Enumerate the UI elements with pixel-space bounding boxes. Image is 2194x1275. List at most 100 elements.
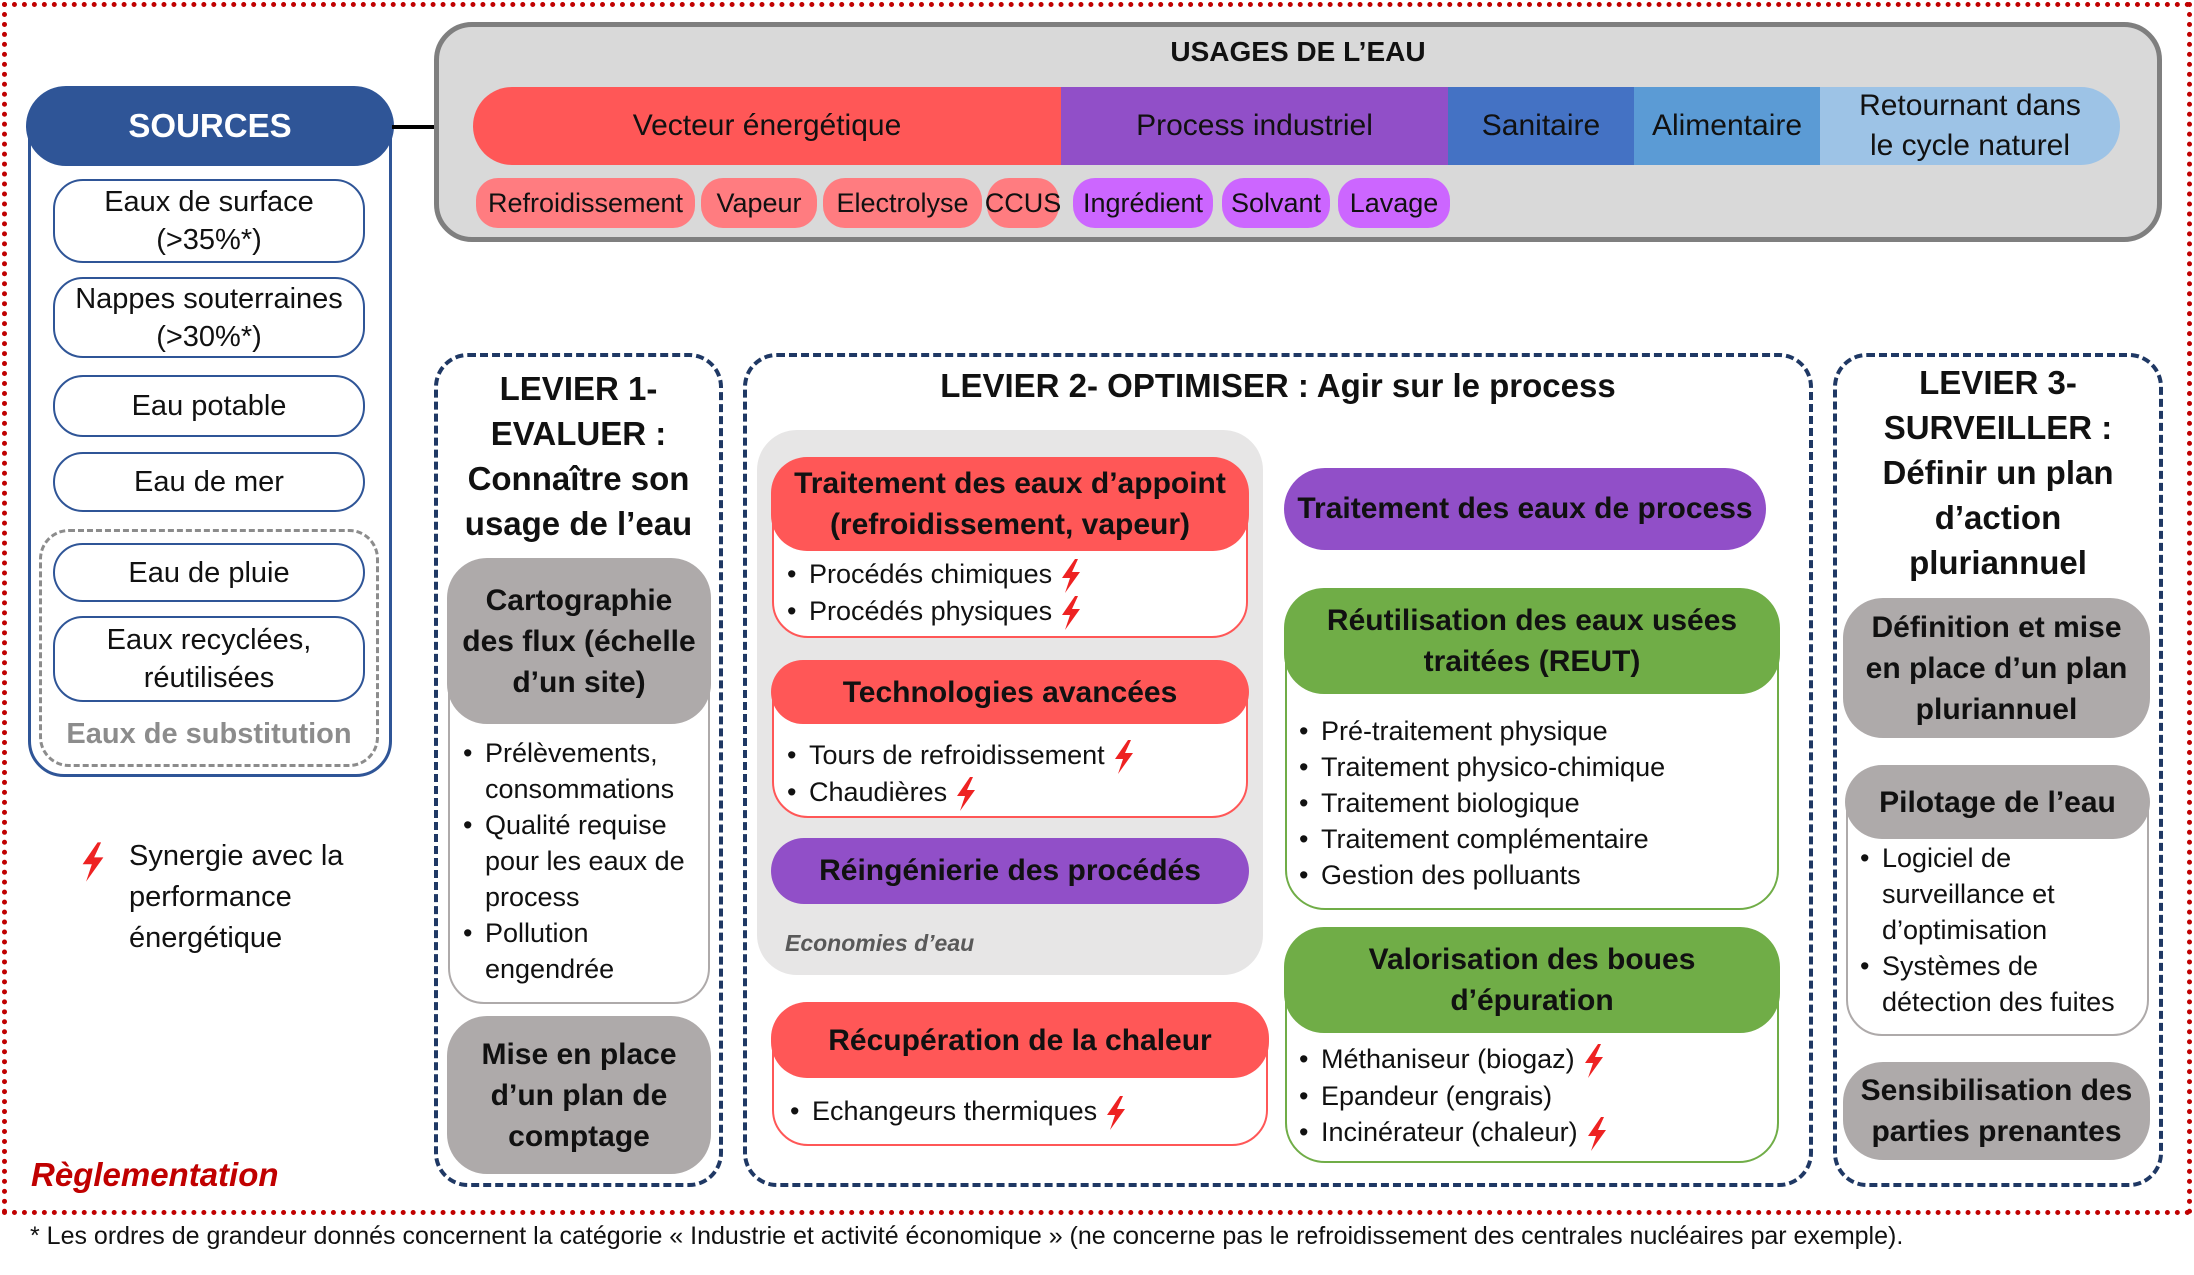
bullet-line: surveillance et [1882, 879, 2055, 909]
footnote: * Les ordres de grandeur donnés concerne… [30, 1222, 1904, 1250]
appoint-header: Traitement des eaux d’appoint (refroidis… [771, 457, 1249, 551]
chaleur-bullets: Echangeurs thermiques [790, 1093, 1129, 1130]
boues-bullets: Méthaniseur (biogaz) Epandeur (engrais) … [1299, 1041, 1610, 1151]
bullet-text: Echangeurs thermiques [812, 1096, 1098, 1126]
title-line: Récupération de la chaleur [828, 1023, 1212, 1057]
source-item-mer: Eau de mer [53, 452, 365, 512]
title-line: traitées (REUT) [1423, 645, 1641, 678]
reglementation-frame [2, 2, 2192, 1215]
lightning-bolt-icon [1584, 1043, 1603, 1078]
legend-line: Synergie avec la [129, 840, 344, 872]
process-water-box: Traitement des eaux de process [1284, 468, 1766, 550]
title-line: EVALUER : [490, 415, 667, 452]
lightning-bolt-icon [1062, 558, 1081, 593]
bullet-item: Gestion des polluants [1299, 857, 1665, 893]
bullet-item: Prélèvements, consommations [463, 735, 703, 807]
usage-chip-electrolyse: Electrolyse [823, 178, 982, 228]
technologies-header: Technologies avancées [771, 660, 1249, 724]
source-item-surface: Eaux de surface (>35%*) [53, 179, 365, 263]
bullet-item: Méthaniseur (biogaz) [1299, 1041, 1610, 1078]
bullet-item: Logiciel de surveillance et d’optimisati… [1860, 840, 2115, 948]
title-line: des flux (échelle [462, 624, 696, 658]
title-line: pluriannuel [1909, 544, 2087, 581]
title-line: SURVEILLER : [1883, 409, 2113, 446]
category-label: Vecteur énergétique [632, 109, 902, 142]
chip-label: Lavage [1349, 187, 1439, 218]
usage-category-vecteur: Vecteur énergétique [473, 87, 1061, 165]
title-line: (refroidissement, vapeur) [829, 508, 1191, 541]
title-line: comptage [508, 1119, 650, 1153]
usage-chip-ccus: CCUS [985, 178, 1061, 228]
bullet-item: Traitement biologique [1299, 785, 1665, 821]
chip-label: Vapeur [716, 187, 802, 218]
title-line: Cartographie [485, 583, 673, 617]
reingenierie-box: Réingénierie des procédés [771, 838, 1249, 904]
usage-chip-solvant: Solvant [1222, 178, 1330, 228]
usage-chip-ingredient: Ingrédient [1073, 178, 1213, 228]
title-line: pluriannuel [1915, 692, 2078, 726]
title-line: Traitement des eaux de process [1297, 492, 1753, 525]
title-line: d’un plan de [490, 1078, 668, 1112]
usage-category-process: Process industriel [1061, 87, 1448, 165]
bullet-line: Systèmes de [1882, 951, 2039, 981]
usage-category-retournant: Retournant dans le cycle naturel [1820, 87, 2120, 165]
bullet-item: Qualité requise pour les eaux de process [463, 807, 703, 915]
legend-synergy: Synergie avec la performance énergétique [129, 836, 343, 959]
source-label: Eau potable [131, 390, 287, 422]
levier-2-panel [743, 353, 1813, 1187]
title-line: Définir un plan [1882, 454, 2114, 491]
category-label: Sanitaire [1481, 109, 1601, 142]
title-line: parties prenantes [1871, 1115, 2122, 1148]
title-line: Sensibilisation des [1860, 1074, 2133, 1107]
levier-1-panel [434, 353, 723, 1187]
usages-title: USAGES DE L’EAU [1170, 36, 1426, 67]
pilotage-bullets: Logiciel de surveillance et d’optimisati… [1860, 840, 2115, 1020]
lightning-bolt-icon [957, 776, 976, 811]
bullet-line: Prélèvements, [485, 738, 658, 768]
source-share: (>30%*) [156, 320, 262, 353]
title-line: en place d’un plan [1865, 651, 2128, 685]
economies-eau-label: Economies d’eau [785, 930, 975, 956]
cartographie-bullets: Prélèvements, consommations Qualité requ… [463, 735, 703, 987]
source-item-nappes: Nappes souterraines (>30%*) [53, 277, 365, 358]
plan-pluriannuel-box: Définition et mise en place d’un plan pl… [1843, 598, 2150, 738]
source-label: Eau de mer [134, 466, 284, 498]
lightning-bolt-icon [82, 842, 104, 882]
usage-chip-lavage: Lavage [1338, 178, 1450, 228]
flow-arrow-line [392, 125, 462, 129]
bullet-item: Traitement physico-chimique [1299, 749, 1665, 785]
title-line: Réingénierie des procédés [819, 854, 1201, 887]
bullet-text: Procédés chimiques [809, 559, 1053, 589]
reut-header: Réutilisation des eaux usées traitées (R… [1284, 588, 1780, 694]
bullet-text: Procédés physiques [809, 595, 1053, 626]
category-label: Retournant dans [1859, 89, 2081, 122]
lightning-bolt-icon [1062, 595, 1081, 630]
title-line: Connaître son [467, 460, 690, 497]
levier-3-panel [1833, 353, 2163, 1187]
sensibilisation-box: Sensibilisation des parties prenantes [1843, 1062, 2150, 1160]
bullet-item: Echangeurs thermiques [790, 1093, 1129, 1130]
sources-title: SOURCES [128, 107, 292, 144]
bullet-text: Epandeur (engrais) [1321, 1080, 1553, 1111]
category-label: Alimentaire [1651, 109, 1803, 142]
source-label: Eaux de surface [104, 186, 314, 218]
lightning-bolt-icon [1107, 1095, 1126, 1130]
bullet-item: Chaudières [787, 774, 1137, 811]
chip-label: Solvant [1230, 187, 1322, 218]
usage-chip-refroidissement: Refroidissement [476, 178, 695, 228]
title-line: LEVIER 1- [499, 370, 658, 407]
reglementation-label: Règlementation [31, 1156, 279, 1193]
technologies-bullets: Tours de refroidissement Chaudières [787, 737, 1137, 811]
title-line: d’action [1934, 499, 2062, 536]
bullet-item: Epandeur (engrais) [1299, 1078, 1610, 1114]
bullet-line: d’optimisation [1882, 915, 2048, 945]
title-line: LEVIER 3- [1919, 364, 2077, 401]
usage-chip-vapeur: Vapeur [701, 178, 817, 228]
bullet-line: Qualité requise [485, 810, 667, 840]
source-item-recyclees: Eaux recyclées, réutilisées [53, 616, 365, 702]
title-line: d’un site) [512, 665, 646, 699]
bullet-item: Pollution engendrée [463, 915, 703, 987]
levier-3-title: LEVIER 3- SURVEILLER : Définir un plan d… [1833, 360, 2163, 585]
bullet-item: Tours de refroidissement [787, 737, 1137, 774]
lightning-bolt-icon [1114, 739, 1133, 774]
